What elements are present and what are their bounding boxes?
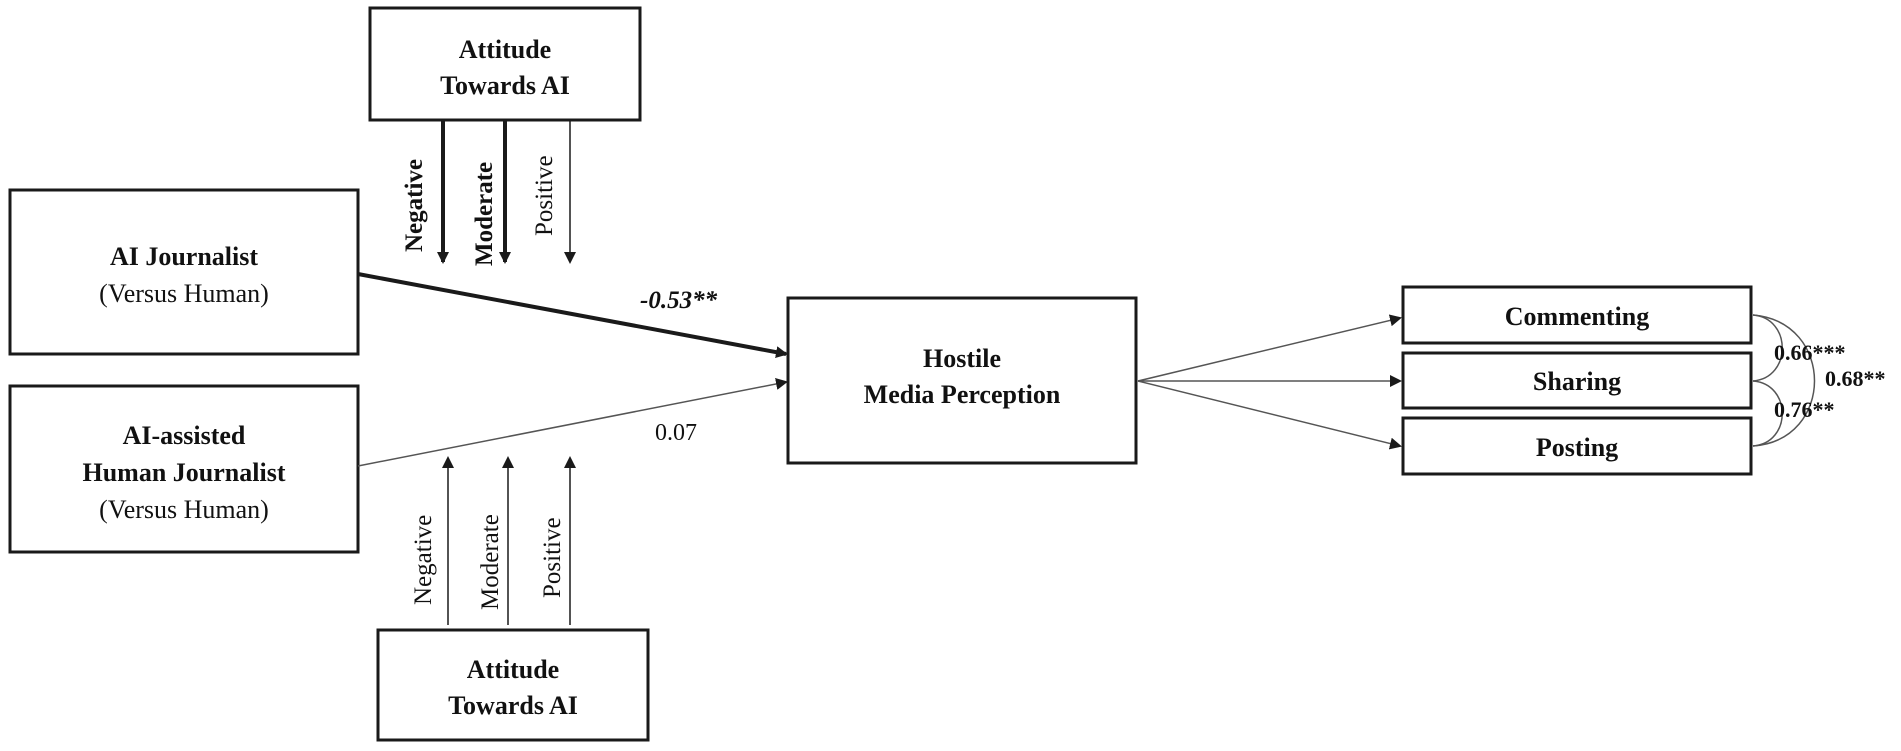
ai-assisted-journalist-node: AI-assisted Human Journalist (Versus Hum… (8, 384, 360, 554)
ai-assisted-line3: (Versus Human) (99, 495, 269, 524)
moderator-bottom-negative-label: Negative (410, 515, 437, 605)
posting-label: Posting (1536, 433, 1618, 462)
correlation-sharing-posting-value: 0.76** (1774, 397, 1835, 422)
moderator-top-positive-label: Positive (531, 155, 558, 236)
hostile-line2: Media Perception (864, 380, 1061, 409)
path-hostile-to-posting-arrow (1137, 380, 1402, 450)
hostile-media-perception-node: Hostile Media Perception (786, 296, 1138, 465)
path-hostile-to-commenting-arrow (1137, 314, 1402, 382)
ai-assisted-line2: Human Journalist (83, 458, 286, 487)
posting-node: Posting (1401, 416, 1753, 476)
moderator-top-negative-label: Negative (401, 159, 428, 252)
correlation-commenting-sharing-curve (1752, 314, 1783, 382)
moderator-bottom-positive-label: Positive (539, 517, 566, 598)
ai-journalist-node: AI Journalist (Versus Human) (8, 188, 360, 356)
attitude-bottom-line1: Attitude (467, 655, 559, 684)
sharing-node: Sharing (1401, 351, 1753, 410)
ai-journalist-line1: AI Journalist (110, 242, 258, 271)
correlation-sharing-posting-curve (1752, 380, 1783, 447)
attitude-bottom-line2: Towards AI (448, 691, 578, 720)
path-assisted-coefficient: 0.07 (655, 420, 697, 446)
moderator-bottom-moderate-label: Moderate (477, 514, 504, 610)
attitude-bottom-node: Attitude Towards AI (376, 628, 650, 742)
correlation-commenting-posting-value: 0.68** (1825, 366, 1886, 391)
attitude-top-node: Attitude Towards AI (368, 6, 642, 122)
path-ai-to-hostile-arrow (357, 272, 788, 359)
path-assisted-to-hostile-arrow (357, 378, 788, 467)
commenting-node: Commenting (1401, 285, 1753, 345)
path-ai-coefficient: -0.53** (640, 287, 718, 314)
attitude-top-line1: Attitude (459, 35, 551, 64)
moderator-top-moderate-label: Moderate (471, 162, 498, 266)
correlation-commenting-posting-curve (1752, 314, 1816, 447)
correlation-commenting-sharing-value: 0.66*** (1774, 340, 1846, 365)
attitude-top-line2: Towards AI (440, 71, 570, 100)
commenting-label: Commenting (1505, 302, 1649, 331)
sharing-label: Sharing (1533, 367, 1621, 396)
ai-journalist-line2: (Versus Human) (99, 279, 269, 308)
hostile-line1: Hostile (923, 344, 1001, 373)
ai-assisted-line1: AI-assisted (123, 421, 246, 450)
